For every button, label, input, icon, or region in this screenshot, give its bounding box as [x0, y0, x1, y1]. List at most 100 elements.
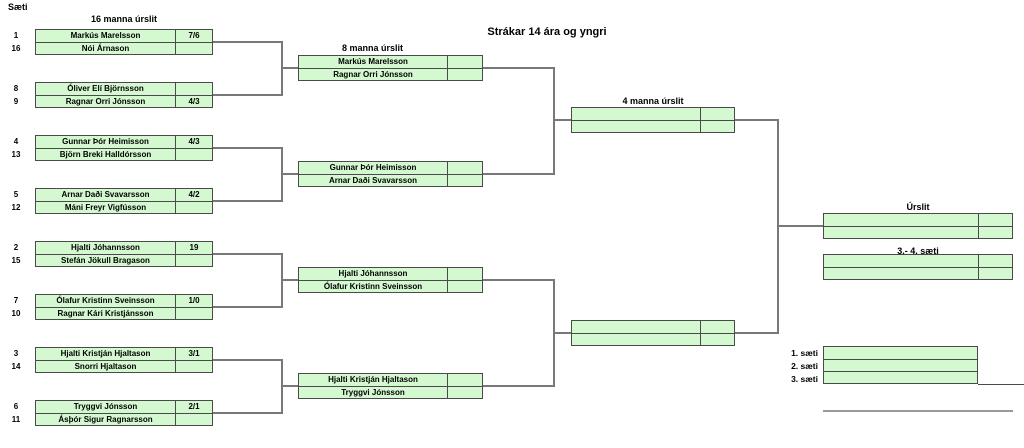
connector-line [777, 225, 823, 227]
seed-number: 10 [11, 309, 21, 318]
bracket-match-third-place [823, 254, 1013, 280]
podium-third-cell [824, 371, 977, 383]
signature-line [823, 410, 1013, 412]
connector-line [213, 147, 283, 149]
score-cell: 1/0 [175, 295, 212, 307]
player-name-cell: Nói Árnason [81, 44, 130, 53]
connector-line [213, 94, 283, 96]
score-cell [700, 121, 734, 132]
player-name-cell: Ásþór Sigur Ragnarsson [58, 415, 153, 424]
bracket-match-r16-8: Tryggvi Jónsson 2/1 Ásþór Sigur Ragnarsso… [35, 400, 213, 426]
score-cell [175, 83, 212, 95]
score-cell: 4/2 [175, 189, 212, 201]
seed-number: 2 [13, 243, 19, 252]
round-header-r8: 8 manna úrslit [341, 43, 404, 53]
score-cell [700, 108, 734, 120]
connector-line [213, 200, 283, 202]
round-header-third-place: 3.- 4. sæti [897, 246, 939, 256]
seed-number: 16 [11, 44, 21, 53]
connector-line [735, 332, 779, 334]
score-cell: 4/3 [175, 136, 212, 148]
player-name-cell: Arnar Daði Svavarsson [328, 176, 418, 185]
seats-column-header: Sæti [8, 2, 28, 12]
seed-number: 5 [13, 190, 19, 199]
bracket-match-sf-2 [571, 320, 735, 346]
bracket-match-r16-1: Markús Marelsson 7/6 Nói Árnason [35, 29, 213, 55]
podium-label-third: 3. sæti [791, 374, 818, 384]
score-cell [175, 414, 212, 425]
podium-winner-cell [824, 347, 977, 359]
player-name-cell: Markús Marelsson [338, 57, 408, 66]
player-name-cell: Gunnar Þór Heimisson [329, 163, 417, 172]
player-name-cell: Ólafur Kristinn Sveinsson [323, 282, 423, 291]
score-cell: 2/1 [175, 401, 212, 413]
connector-line [213, 253, 283, 255]
connector-line [281, 173, 298, 175]
connector-line [483, 385, 555, 387]
podium-label-first: 1. sæti [791, 348, 818, 358]
score-cell: 4/3 [175, 96, 212, 107]
bracket-match-qf-1: Markús Marelsson Ragnar Orri Jónsson [298, 55, 483, 81]
connector-line [553, 67, 555, 175]
player-name-cell: Tryggvi Jónsson [73, 402, 138, 411]
score-cell [978, 214, 1012, 226]
bracket-match-qf-3: Hjalti Jóhannsson Ólafur Kristinn Sveins… [298, 267, 483, 293]
connector-line [281, 385, 298, 387]
score-cell: 7/6 [175, 30, 212, 42]
connector-line [213, 41, 283, 43]
bracket-match-qf-4: Hjalti Kristján Hjaltason Tryggvi Jónsso… [298, 373, 483, 399]
player-name-cell: Óliver Elí Björnsson [67, 84, 144, 93]
player-name-cell: Snorri Hjaltason [74, 362, 137, 371]
player-name-cell: Markús Marelsson [70, 31, 141, 40]
player-name-cell: Tryggvi Jónsson [341, 388, 405, 397]
connector-line [213, 412, 283, 414]
score-cell [700, 334, 734, 345]
player-name-cell: Ragnar Orri Jónsson [333, 70, 413, 79]
connector-line [735, 119, 779, 121]
score-cell [447, 56, 482, 68]
score-cell [175, 43, 212, 54]
score-cell [447, 268, 482, 280]
connector-line [483, 279, 555, 281]
round-header-final: Úrslit [906, 202, 930, 212]
player-name-cell [824, 255, 978, 267]
player-name-cell: Máni Freyr Vigfússon [64, 203, 147, 212]
bracket-match-final [823, 213, 1013, 239]
connector-line [553, 332, 571, 334]
seed-number: 3 [13, 349, 19, 358]
connector-line [213, 359, 283, 361]
player-name-cell: Gunnar Þór Heimisson [62, 137, 149, 146]
score-cell [700, 321, 734, 333]
player-name-cell: Ragnar Kári Kristjánsson [57, 309, 154, 318]
podium-results-box [823, 346, 978, 384]
seed-number: 4 [13, 137, 19, 146]
connector-line [213, 306, 283, 308]
player-name-cell [572, 121, 700, 132]
player-name-cell: Hjalti Jóhannsson [71, 243, 140, 252]
score-cell: 19 [175, 242, 212, 254]
player-name-cell: Ólafur Kristinn Sveinsson [56, 296, 155, 305]
seed-number: 6 [13, 402, 19, 411]
connector-line [281, 67, 298, 69]
seed-number: 12 [11, 203, 21, 212]
round-header-r16: 16 manna úrslit [90, 14, 158, 24]
score-cell [175, 202, 212, 213]
score-cell [175, 308, 212, 319]
podium-runnerup-cell [824, 359, 977, 371]
bracket-match-r16-2: Óliver Elí Björnsson Ragnar Orri Jónsson… [35, 82, 213, 108]
score-cell [447, 162, 482, 174]
seed-number: 1 [13, 31, 19, 40]
connector-line [483, 173, 555, 175]
score-cell [447, 387, 482, 398]
seed-number: 11 [11, 415, 21, 424]
seed-number: 7 [13, 296, 19, 305]
player-name-cell: Hjalti Jóhannsson [338, 269, 408, 278]
score-cell [978, 268, 1012, 279]
connector-line [483, 67, 555, 69]
player-name-cell: Björn Breki Halldórsson [59, 150, 152, 159]
player-name-cell: Ragnar Orri Jónsson [65, 97, 146, 106]
score-cell [175, 255, 212, 266]
